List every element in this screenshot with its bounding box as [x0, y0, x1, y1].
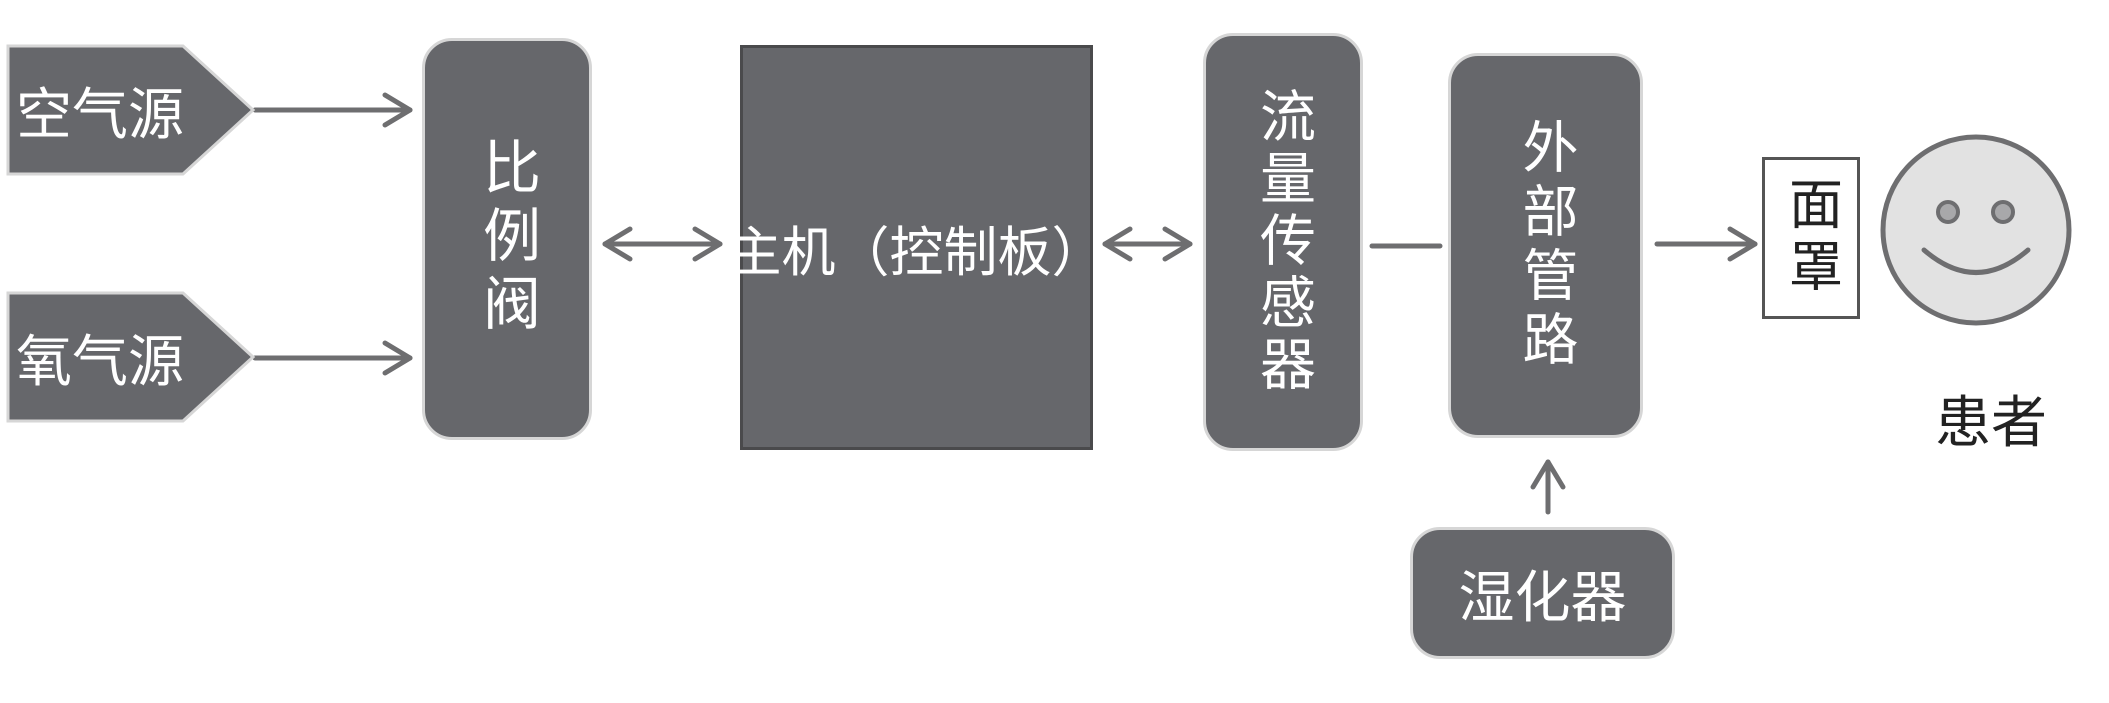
humidifier-box: 湿化器: [1410, 527, 1675, 659]
arrow-air-to-valve: [252, 92, 413, 128]
mask-box: 面罩: [1762, 157, 1860, 319]
flow-sensor-label: 流量传感器: [1250, 87, 1316, 397]
external-circuit-box: 外部管路: [1448, 53, 1643, 438]
host-control-board-label: 主机（控制板）: [727, 221, 1106, 284]
mask-label: 面罩: [1779, 176, 1843, 300]
external-circuit-label: 外部管路: [1513, 117, 1578, 374]
flow-sensor-box: 流量传感器: [1203, 33, 1363, 451]
arrow-host-sensor-bidirectional: [1102, 226, 1193, 262]
air-source-label: 空气源: [16, 83, 184, 148]
arrow-circuit-to-mask: [1654, 226, 1758, 262]
host-control-board-box: 主机（控制板）: [728, 45, 1106, 450]
smiley-face-icon: [1880, 134, 2072, 326]
patient-label: 患者: [1935, 391, 2047, 456]
proportional-valve-box: 比例阀: [422, 38, 592, 440]
proportional-valve-label: 比例阀: [473, 137, 541, 341]
arrow-valve-host-bidirectional: [602, 226, 723, 262]
air-source-shape: [6, 44, 256, 176]
oxygen-source-label: 氧气源: [16, 330, 184, 395]
arrow-oxygen-to-valve: [252, 340, 413, 376]
humidifier-label: 湿化器: [1458, 565, 1627, 631]
oxygen-source-shape: [6, 291, 256, 423]
arrow-humidifier-to-circuit: [1530, 459, 1566, 515]
